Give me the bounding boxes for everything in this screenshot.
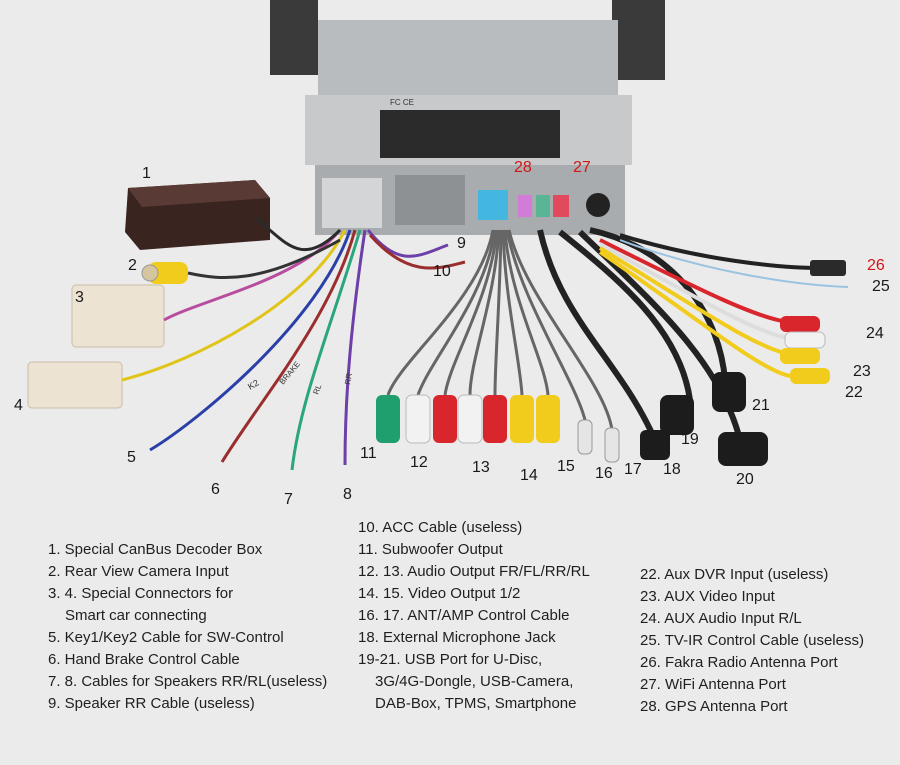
head-unit [270, 0, 665, 235]
callout-11: 11 [360, 445, 377, 462]
legend-item: 27. WiFi Antenna Port [640, 676, 786, 693]
legend-item: 9. Speaker RR Cable (useless) [48, 695, 255, 712]
rca-plugs [376, 394, 620, 463]
callout-24: 24 [866, 325, 884, 342]
rear-camera-rca [141, 262, 188, 284]
legend-item: 3G/4G-Dongle, USB-Camera, [375, 673, 574, 690]
callout-10: 10 [433, 263, 451, 280]
callout-9: 9 [457, 235, 466, 252]
callout-16: 16 [595, 465, 613, 482]
legend-item: 6. Hand Brake Control Cable [48, 651, 240, 668]
legend-item: 11. Subwoofer Output [358, 541, 503, 558]
legend-item: 28. GPS Antenna Port [640, 698, 788, 715]
tag-rl: RL [311, 382, 323, 395]
legend-item: 25. TV-IR Control Cable (useless) [640, 632, 864, 649]
callout-20: 20 [736, 471, 754, 488]
callout-26: 26 [867, 257, 885, 274]
callout-7: 7 [284, 491, 293, 508]
antenna-cables [619, 233, 849, 288]
legend-item: 23. AUX Video Input [640, 588, 775, 605]
wiring-diagram: FC CE [27, 0, 849, 471]
callout-3: 3 [75, 289, 84, 306]
legend-item: 5. Key1/Key2 Cable for SW-Control [48, 629, 284, 646]
legend-item: 18. External Microphone Jack [358, 629, 556, 646]
callout-4: 4 [14, 397, 23, 414]
callout-22: 22 [845, 384, 863, 401]
legend-item: Smart car connecting [65, 607, 207, 624]
aux-plugs [780, 316, 830, 384]
legend-item: DAB-Box, TPMS, Smartphone [375, 695, 577, 712]
legend-item: 10. ACC Cable (useless) [358, 519, 523, 536]
special-connector-3 [71, 284, 165, 348]
legend-item: 16. 17. ANT/AMP Control Cable [358, 607, 570, 624]
legend-column-3: 22. Aux DVR Input (useless) 23. AUX Vide… [640, 564, 864, 718]
legend-item: 22. Aux DVR Input (useless) [640, 566, 829, 583]
callout-18: 18 [663, 461, 681, 478]
callout-1: 1 [142, 165, 151, 182]
legend-item: 2. Rear View Camera Input [48, 563, 229, 580]
legend-item: 1. Special CanBus Decoder Box [48, 541, 263, 558]
callout-5: 5 [127, 449, 136, 466]
legend-item: 24. AUX Audio Input R/L [640, 610, 802, 627]
legend-item: 26. Fakra Radio Antenna Port [640, 654, 838, 671]
special-connector-4 [27, 361, 123, 409]
callout-8: 8 [343, 486, 352, 503]
harness-wires [121, 216, 466, 471]
tag-k2: K2 [246, 378, 261, 392]
tag-rr: RR [343, 372, 354, 385]
unit-sticker: FC CE [390, 98, 414, 107]
callout-27: 27 [573, 159, 591, 176]
usb-ports [640, 372, 768, 466]
callout-12: 12 [410, 454, 428, 471]
legend-item: 12. 13. Audio Output FR/FL/RR/RL [358, 563, 590, 580]
legend-item: 19-21. USB Port for U-Disc, [358, 651, 543, 668]
aux-inputs [598, 238, 791, 378]
callout-23: 23 [853, 363, 871, 380]
legend-item: 7. 8. Cables for Speakers RR/RL(useless) [48, 673, 328, 690]
callout-2: 2 [128, 257, 137, 274]
legend-item: 3. 4. Special Connectors for [48, 585, 234, 602]
callout-14: 14 [520, 467, 538, 484]
legend-column-2: 10. ACC Cable (useless) 11. Subwoofer Ou… [358, 517, 590, 715]
callout-17: 17 [624, 461, 642, 478]
callout-21: 21 [752, 397, 770, 414]
rca-bundle-wires [386, 229, 614, 431]
callout-6: 6 [211, 481, 220, 498]
legend-column-1: 1. Special CanBus Decoder Box 2. Rear Vi… [48, 539, 327, 715]
callout-25: 25 [872, 278, 890, 295]
legend-item: 14. 15. Video Output 1/2 [358, 585, 521, 602]
callout-19: 19 [681, 431, 699, 448]
callout-15: 15 [557, 458, 575, 475]
callout-28: 28 [514, 159, 532, 176]
canbus-decoder-box [125, 180, 270, 250]
callout-13: 13 [472, 459, 490, 476]
